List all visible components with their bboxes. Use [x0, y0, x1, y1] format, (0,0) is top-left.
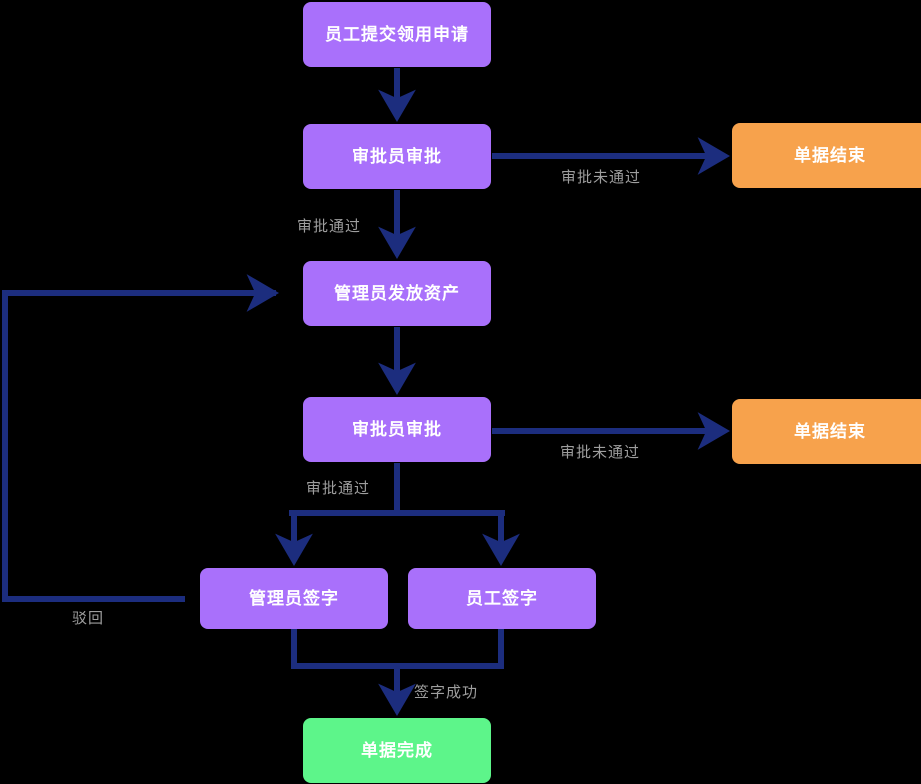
node-label: 管理员发放资产 [334, 284, 460, 303]
node-document-closed-2[interactable]: 单据结束 [732, 399, 921, 464]
node-admin-issue-asset[interactable]: 管理员发放资产 [303, 261, 491, 326]
node-admin-signature[interactable]: 管理员签字 [200, 568, 388, 629]
node-approver-review-1[interactable]: 审批员审批 [303, 124, 491, 189]
edge-label-rejected-2: 审批未通过 [560, 444, 641, 461]
node-label: 单据完成 [361, 741, 433, 760]
node-employee-signature[interactable]: 员工签字 [408, 568, 596, 629]
node-label: 员工签字 [466, 589, 538, 608]
edge-approve2-sign-split [275, 463, 520, 566]
node-approver-review-2[interactable]: 审批员审批 [303, 397, 491, 462]
edge-label-approved-2: 审批通过 [306, 480, 371, 497]
node-label: 单据结束 [794, 146, 866, 165]
edge-label-approved-1: 审批通过 [297, 218, 362, 235]
node-submit-request[interactable]: 员工提交领用申请 [303, 2, 491, 67]
edge-signs-complete [291, 627, 504, 716]
node-label: 单据结束 [794, 422, 866, 441]
edge-label-signature-success: 签字成功 [414, 684, 479, 701]
edge-label-rejected-1: 审批未通过 [561, 169, 642, 186]
edge-sign-admin-issue [2, 274, 279, 602]
node-label: 员工提交领用申请 [325, 25, 469, 44]
node-document-completed[interactable]: 单据完成 [303, 718, 491, 783]
node-label: 审批员审批 [352, 147, 442, 166]
node-document-closed-1[interactable]: 单据结束 [732, 123, 921, 188]
edge-label-send-back: 驳回 [72, 610, 105, 627]
node-label: 审批员审批 [352, 420, 442, 439]
node-label: 管理员签字 [249, 589, 339, 608]
